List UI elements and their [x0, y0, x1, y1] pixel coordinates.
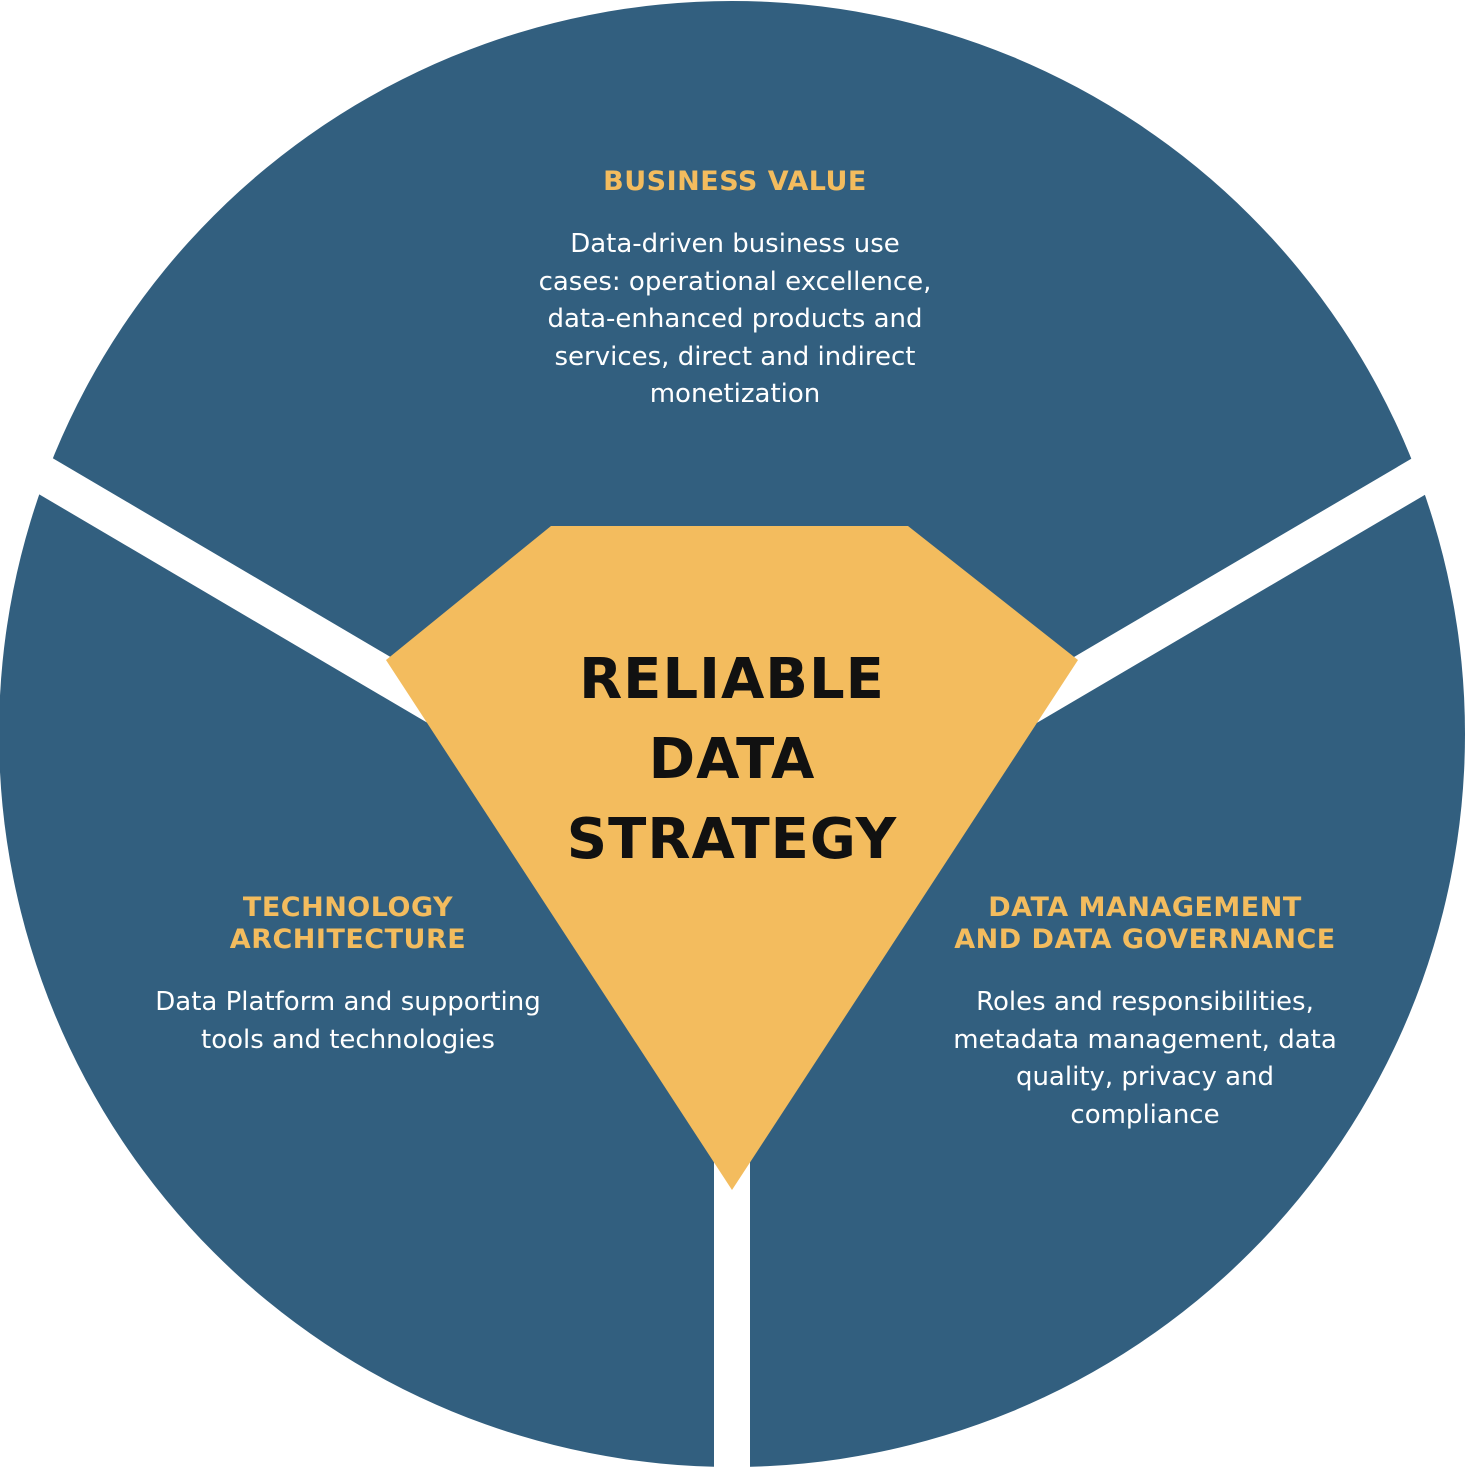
business-value-title-line: BUSINESS VALUE	[603, 166, 867, 197]
data-management-description: Roles and responsibilities, metadata man…	[905, 984, 1385, 1134]
business-value-desc-line: cases: operational excellence,	[538, 266, 932, 297]
center-title-line: RELIABLE	[579, 647, 885, 712]
technology-architecture-desc-line: tools and technologies	[201, 1024, 495, 1055]
business-value-description: Data-driven business use cases: operatio…	[485, 226, 985, 414]
segment-technology-architecture: TECHNOLOGY ARCHITECTURE Data Platform an…	[113, 892, 583, 1059]
business-value-desc-line: monetization	[649, 379, 821, 409]
data-management-title-line: AND DATA GOVERNANCE	[954, 924, 1336, 955]
business-value-desc-line: data-enhanced products and	[547, 304, 923, 334]
data-management-title: DATA MANAGEMENT AND DATA GOVERNANCE	[905, 892, 1385, 956]
technology-architecture-title-line: ARCHITECTURE	[229, 924, 467, 955]
data-management-title-line: DATA MANAGEMENT	[988, 892, 1302, 923]
business-value-title: BUSINESS VALUE	[485, 166, 985, 198]
technology-architecture-description: Data Platform and supporting tools and t…	[113, 984, 583, 1059]
technology-architecture-title: TECHNOLOGY ARCHITECTURE	[113, 892, 583, 956]
data-management-desc-line: quality, privacy and	[1015, 1062, 1275, 1092]
center-gem	[386, 526, 1078, 1190]
segment-business-value: BUSINESS VALUE Data-driven business use …	[485, 166, 985, 414]
center-title-line: DATA	[648, 727, 816, 792]
data-management-desc-line: metadata management, data	[953, 1024, 1337, 1055]
center-title: RELIABLE DATA STRATEGY	[482, 640, 982, 880]
center-title-line: STRATEGY	[566, 807, 898, 872]
technology-architecture-title-line: TECHNOLOGY	[242, 892, 454, 923]
technology-architecture-desc-line: Data Platform and supporting	[155, 987, 541, 1017]
business-value-desc-line: services, direct and indirect	[554, 341, 916, 372]
data-management-desc-line: compliance	[1070, 1099, 1220, 1130]
segment-data-management: DATA MANAGEMENT AND DATA GOVERNANCE Role…	[905, 892, 1385, 1134]
data-management-desc-line: Roles and responsibilities,	[976, 987, 1314, 1017]
business-value-desc-line: Data-driven business use	[570, 229, 900, 259]
